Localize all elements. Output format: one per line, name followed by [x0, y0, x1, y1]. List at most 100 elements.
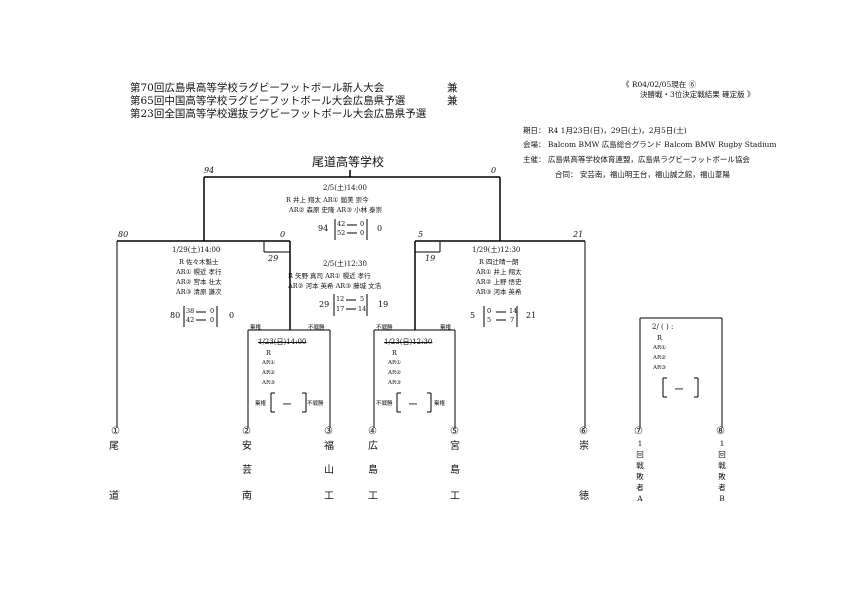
title-line-3: 第23回全国高等学校選抜ラグビーフットボール大会広島県予選: [130, 108, 427, 120]
sf-right-total-right: 21: [526, 311, 537, 320]
loser-a-label: 1回戦敗者A: [636, 439, 644, 503]
sf-middle-total-right: 19: [378, 300, 389, 309]
status-line-2: 決勝戦・3位決定戦結果 確定版 》: [640, 90, 755, 99]
final-half2-right: 0: [360, 229, 365, 237]
sf-middle-score-left: 29: [268, 254, 279, 263]
qf-right-ref-ar3: AR③: [388, 380, 402, 386]
final-score-right: 0: [491, 166, 497, 175]
qf-left-dash: ー: [282, 400, 292, 411]
sf-middle-time: 2/5(土)12:30: [323, 260, 367, 268]
team-char-1: 崇: [579, 441, 589, 452]
sf-right-ref-r: R 四辻晴一朗: [479, 258, 519, 266]
sf-middle-score-right: 19: [425, 254, 436, 263]
title-line-1: 第70回広島県高等学校ラグビーフットボール新人大会: [130, 82, 385, 94]
third-place-ref-ar1: AR①: [653, 345, 667, 351]
info-dates: 期日： R4 1月23日(日)，29日(土)，2月5日(土): [523, 126, 687, 135]
team-number: ④: [368, 426, 377, 437]
info-co-organizer: 合同： 安芸南，福山明王台，福山誠之館，福山葦陽: [555, 170, 730, 179]
qf-right-ref-ar2: AR②: [388, 370, 402, 376]
qf-left-mid-right: 不戦勝: [307, 401, 324, 407]
qf-left-ref-ar3: AR③: [262, 380, 276, 386]
sf-left-total-left: 80: [170, 311, 181, 320]
qf-right-ref-r: R: [392, 349, 397, 357]
sf-middle-qf-right-score: 5: [418, 230, 424, 239]
qf-left-ref-r: R: [266, 349, 271, 357]
team-char-3: 道: [109, 491, 119, 502]
final-half1-left: 42: [337, 220, 346, 228]
team-char-1: 尾: [109, 441, 119, 452]
sf-middle-half2-right: 14: [358, 305, 367, 313]
sf-left-score-top: 80: [118, 230, 129, 239]
sf-right-ref-ar2: AR② 上野 悟史: [476, 278, 522, 286]
sf-right-half1-left: 0: [487, 307, 492, 315]
sf-left-ref-ar3: AR③ 清原 謙次: [176, 288, 222, 296]
final-ref-line-1: R 井上 翔太 AR① 鎚美 崇今: [286, 196, 369, 204]
third-place-ref-ar3: AR③: [653, 365, 667, 371]
team-number: ①: [111, 426, 120, 437]
team-char-3: 工: [368, 491, 378, 502]
loser-a-number: ⑦: [634, 426, 643, 437]
team-char-2: 芸: [242, 465, 252, 476]
sf-right-half2-left: 5: [487, 316, 492, 324]
sf-left-ref-r: R 佐々木魁士: [179, 258, 219, 266]
final-score-left: 94: [204, 166, 215, 175]
final-total-left: 94: [318, 224, 329, 233]
sf-middle-ref-line-2: AR② 河本 英希 AR③ 藤城 文浩: [288, 282, 382, 290]
third-place-time: 2/ ( ) :: [652, 323, 674, 331]
sf-left-time: 1/29(土)14:00: [172, 246, 221, 254]
team-char-3: 南: [242, 491, 252, 502]
qf-left-time: 1/23(日)14:00: [258, 338, 307, 346]
qf-right-dash: ー: [408, 400, 418, 411]
status-line-1: 《 R04/02/05現在 ⑥: [622, 80, 697, 89]
sf-left-ref-ar1: AR① 幌近 孝行: [176, 268, 222, 276]
team-char-2: 山: [324, 465, 334, 476]
sf-middle-half1-right: 5: [360, 295, 365, 303]
qf-left-label-win: 棄権: [250, 325, 262, 331]
team-char-2: 島: [450, 465, 460, 476]
qf-left-ref-ar1: AR①: [262, 360, 276, 366]
third-place-ref-r: R: [657, 334, 662, 342]
team-char-1: 宮: [450, 441, 460, 452]
qf-right-time: 1/23(日)12:30: [384, 338, 433, 346]
sf-right-total-left: 5: [470, 311, 476, 320]
team-char-2: 島: [368, 465, 378, 476]
team-number: ⑥: [579, 426, 588, 437]
sf-middle-half2-left: 17: [336, 305, 345, 313]
sf-left-half2-right: 0: [210, 316, 215, 324]
team-char-1: 安: [242, 441, 252, 452]
loser-b-label: 1回戦敗者B: [718, 439, 726, 503]
third-place-dash: ー: [674, 385, 684, 396]
qf-right-label-win: 棄権: [440, 325, 452, 331]
final-total-right: 0: [377, 224, 383, 233]
sf-right-time: 1/29(土)12:30: [472, 246, 521, 254]
title-line-2: 第65回中国高等学校ラグビーフットボール大会広島県予選: [130, 95, 406, 107]
sf-left-half2-left: 42: [186, 316, 195, 324]
sf-right-half2-right: 7: [510, 316, 515, 324]
qf-right-mid-left: 不戦勝: [376, 401, 393, 407]
team-char-3: 徳: [579, 491, 589, 502]
sf-left-score-right: 0: [280, 230, 286, 239]
team-number: ⑤: [450, 426, 459, 437]
sf-right-score-top: 21: [573, 230, 584, 239]
team-number: ②: [242, 426, 251, 437]
sf-right-half1-right: 14: [509, 307, 518, 315]
final-half1-right: 0: [360, 220, 365, 228]
team-char-1: 福: [324, 441, 334, 452]
sf-left-half1-right: 0: [210, 307, 215, 315]
sf-left-ref-ar2: AR② 宮本 壮太: [176, 278, 222, 286]
qf-right-ref-ar1: AR①: [388, 360, 402, 366]
sf-left-total-right: 0: [229, 311, 235, 320]
title-ken-2: 兼: [447, 95, 458, 107]
sf-right-ref-ar1: AR① 井上 翔太: [476, 268, 522, 276]
title-ken-1: 兼: [447, 82, 458, 94]
champion-name: 尾道高等学校: [312, 155, 385, 169]
qf-left-mid-left: 棄権: [255, 401, 267, 407]
qf-right-label-forfeit: 不戦勝: [376, 325, 393, 331]
team-char-1: 広: [368, 441, 378, 452]
qf-left-ref-ar2: AR②: [262, 370, 276, 376]
third-place-ref-ar2: AR②: [653, 355, 667, 361]
final-ref-line-2: AR② 森原 史隆 AR③ 小林 泰崇: [289, 206, 383, 214]
info-venue: 会場： Balcom BMW 広島総合グランド Balcom BMW Rugby…: [523, 140, 777, 149]
team-char-3: 工: [324, 491, 334, 502]
